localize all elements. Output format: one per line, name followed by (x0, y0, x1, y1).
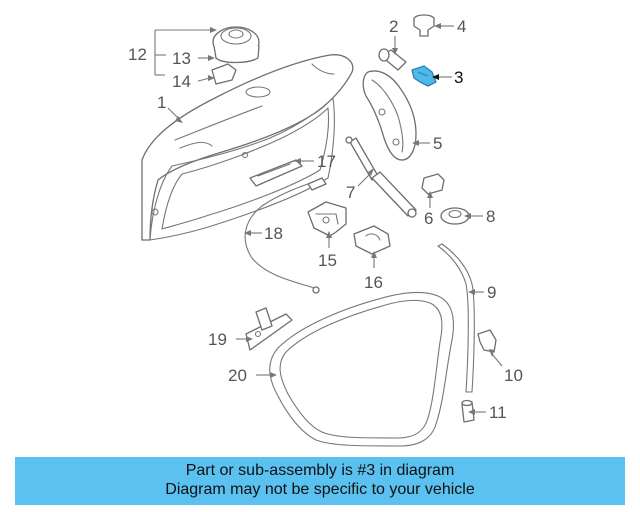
part-7-gas-strut (345, 136, 417, 218)
info-banner: Part or sub-assembly is #3 in diagram Di… (15, 457, 625, 505)
part-17-trim-panel (249, 159, 303, 187)
callout-18: 18 (264, 224, 283, 243)
callout-4: 4 (457, 17, 466, 36)
callout-11: 11 (489, 403, 507, 422)
part-18-release-cable (244, 177, 327, 294)
callout-20: 20 (228, 366, 247, 385)
part-13-actuator (212, 26, 260, 64)
callout-9: 9 (487, 283, 496, 302)
callout-12: 12 (128, 45, 147, 64)
arrowheads (175, 23, 494, 415)
callout-14: 14 (172, 72, 191, 91)
callout-3: 3 (454, 68, 463, 87)
callout-15: 15 (318, 251, 337, 270)
part-4-plug (413, 14, 435, 37)
callout-16: 16 (364, 273, 383, 292)
leader-lines (154, 25, 503, 413)
part-19-hinge-plate (245, 307, 293, 351)
part-6-bumper-block (421, 173, 445, 195)
part-20-weatherstrip (269, 291, 455, 447)
callout-8: 8 (486, 207, 495, 226)
part-10-bracket (477, 329, 497, 353)
callout-13: 13 (172, 49, 191, 68)
callout-1: 1 (157, 93, 166, 112)
callout-7: 7 (346, 183, 355, 202)
callout-labels: 12 13 14 1 2 4 3 5 17 7 6 8 18 15 16 9 1… (128, 17, 523, 422)
part-16-striker (353, 225, 391, 255)
parts-diagram: 12 13 14 1 2 4 3 5 17 7 6 8 18 15 16 9 1… (128, 14, 523, 447)
callout-6: 6 (424, 209, 433, 228)
callout-19: 19 (208, 330, 227, 349)
banner-line-disclaimer: Diagram may not be specific to your vehi… (165, 481, 475, 498)
trunk-lid-part-1 (141, 54, 354, 241)
callout-5: 5 (433, 134, 442, 153)
part-15-latch (307, 201, 347, 237)
part-2-bumper (378, 48, 407, 71)
part-3-highlighted-clip (411, 65, 437, 87)
banner-line-part-number: Part or sub-assembly is #3 in diagram (185, 462, 455, 479)
callout-10: 10 (504, 366, 523, 385)
part-9-torsion-rod (437, 243, 475, 393)
part-14-clip (211, 63, 237, 85)
part-5-hinge (362, 70, 417, 161)
callout-17: 17 (317, 152, 336, 171)
callout-2: 2 (389, 17, 398, 36)
